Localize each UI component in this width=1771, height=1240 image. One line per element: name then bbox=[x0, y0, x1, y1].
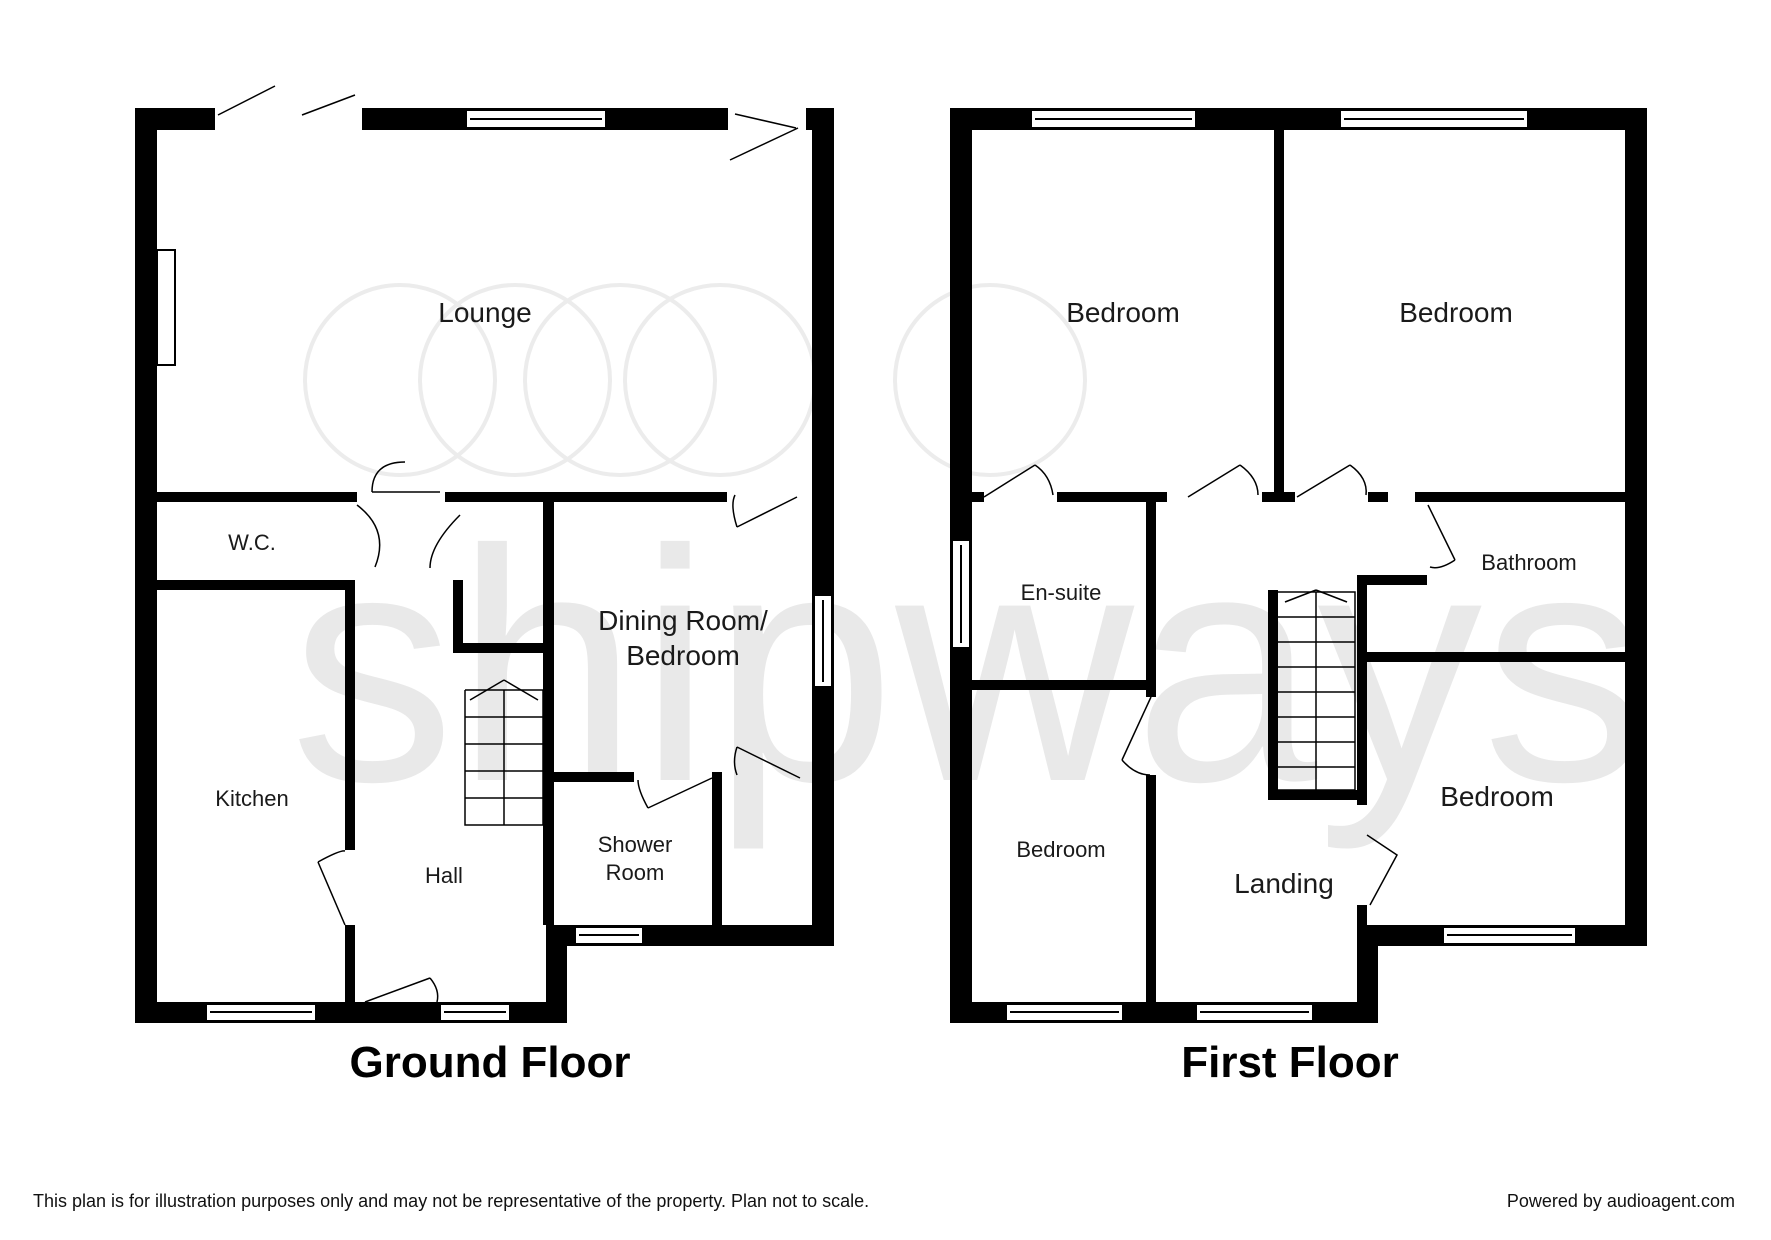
powered-by-text: Powered by audioagent.com bbox=[1506, 1191, 1735, 1211]
room-label-dining-line2: Bedroom bbox=[626, 640, 740, 671]
gf-wall-hall-cupboard-h bbox=[453, 643, 543, 653]
gf-windows bbox=[205, 109, 833, 1022]
ff-wall-bath-left-h bbox=[1357, 575, 1427, 585]
gf-wall-kitchen-hall-a bbox=[345, 580, 355, 850]
room-label-ff-bedroom-front-left: Bedroom bbox=[1066, 297, 1180, 328]
gf-wall-bottom-step bbox=[546, 925, 567, 1023]
room-label-wc: W.C. bbox=[228, 530, 276, 555]
ff-windows bbox=[951, 109, 1577, 1022]
gf-wall-lounge-bottom-a bbox=[157, 492, 357, 502]
disclaimer-text: This plan is for illustration purposes o… bbox=[33, 1191, 870, 1211]
room-label-hall: Hall bbox=[425, 863, 463, 888]
ff-wall-beds-bottom-d bbox=[1368, 492, 1388, 502]
ff-wall-landing-right bbox=[1357, 905, 1367, 1003]
room-label-ff-landing: Landing bbox=[1234, 868, 1334, 899]
ff-wall-beds-bottom-b bbox=[1057, 492, 1167, 502]
gf-wall-right bbox=[812, 108, 834, 946]
gf-wall-hall-cupboard-v bbox=[453, 580, 463, 652]
ff-wall-bed-divider bbox=[1274, 130, 1284, 502]
ff-wall-bath-bottom bbox=[1357, 652, 1625, 662]
ff-wall-bath-left-v bbox=[1357, 575, 1367, 805]
first-floor-title: First Floor bbox=[1181, 1038, 1399, 1087]
gf-wall-hall-dining bbox=[543, 502, 554, 925]
ff-wall-beds-bottom-e bbox=[1415, 492, 1625, 502]
gf-stairs bbox=[464, 679, 544, 826]
gf-wall-kitchen-hall-b bbox=[345, 925, 355, 1003]
ff-wall-ensuite-bottom bbox=[972, 680, 1156, 690]
ground-floor-plan: Lounge W.C. Kitchen Hall Dining Room/ Be… bbox=[135, 85, 834, 1087]
gf-doors bbox=[217, 85, 801, 1003]
ff-wall-beds-bottom-c bbox=[1262, 492, 1295, 502]
room-label-shower-line2: Room bbox=[606, 860, 665, 885]
first-floor-plan: Bedroom Bedroom En-suite Bathroom Bedroo… bbox=[950, 108, 1647, 1087]
ff-wall-stair-left bbox=[1268, 590, 1278, 800]
ff-stairs bbox=[1278, 589, 1356, 791]
ff-doors bbox=[983, 464, 1456, 906]
room-label-lounge: Lounge bbox=[438, 297, 531, 328]
room-label-ff-bedroom-small: Bedroom bbox=[1016, 837, 1105, 862]
gf-wall-left bbox=[135, 108, 157, 1023]
gf-wall-wc-bottom bbox=[157, 580, 350, 590]
ff-wall-beds-bottom-a bbox=[972, 492, 984, 502]
room-label-ff-ensuite: En-suite bbox=[1021, 580, 1102, 605]
ff-wall-stair-bottom bbox=[1268, 790, 1357, 800]
room-label-shower-line1: Shower bbox=[598, 832, 673, 857]
room-label-ff-bedroom-front-right: Bedroom bbox=[1399, 297, 1513, 328]
gf-wall-lounge-bottom-b bbox=[445, 492, 727, 502]
room-label-ff-bedroom-rear-right: Bedroom bbox=[1440, 781, 1554, 812]
ff-wall-right bbox=[1625, 108, 1647, 946]
gf-wall-shower-top-a bbox=[554, 772, 634, 782]
room-label-kitchen: Kitchen bbox=[215, 786, 288, 811]
gf-wall-shower-right bbox=[712, 772, 722, 925]
fireplace bbox=[156, 249, 176, 366]
ground-floor-title: Ground Floor bbox=[349, 1038, 630, 1087]
room-label-ff-bathroom: Bathroom bbox=[1481, 550, 1576, 575]
room-label-dining-line1: Dining Room/ bbox=[598, 605, 768, 636]
ff-wall-bed-small-right bbox=[1146, 775, 1156, 1003]
ff-wall-ensuite-right bbox=[1146, 502, 1156, 697]
